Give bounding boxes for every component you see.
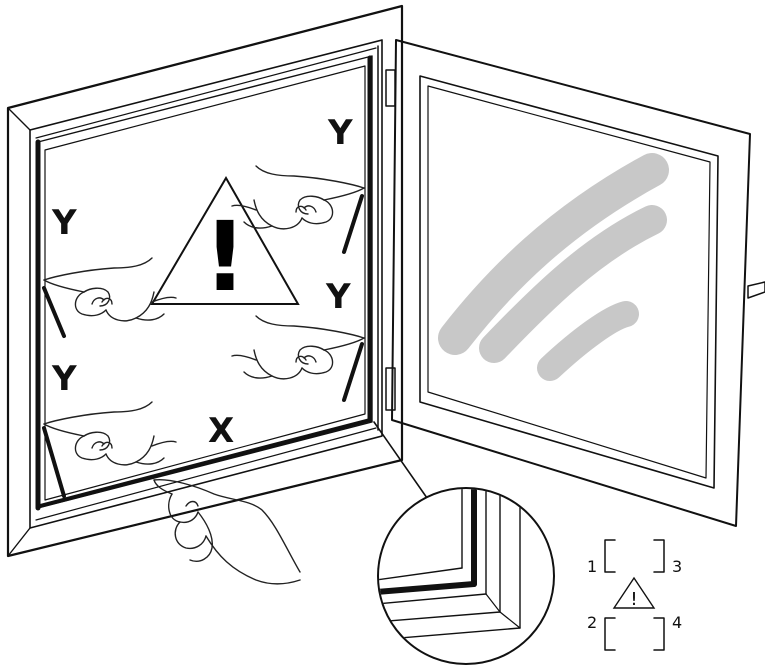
labels: Y Y Y Y X: [51, 113, 353, 451]
label-y-right-middle: Y: [325, 277, 351, 317]
gasket-pull-marks: [42, 194, 364, 498]
legend-number-3: 3: [672, 557, 682, 576]
label-x-bottom: X: [208, 411, 234, 451]
cabinet-frame: [6, 4, 404, 558]
warning-triangle-icon: !: [150, 176, 300, 313]
pointing-hand-icon: [43, 257, 177, 322]
label-y-top-right: Y: [327, 113, 353, 153]
pointing-hand-icon: [232, 316, 364, 379]
warning-exclamation: !: [203, 201, 247, 313]
pointing-hand-icon: [232, 166, 364, 229]
label-y-left-upper: Y: [51, 203, 77, 243]
pointing-hand-icon: [43, 401, 177, 466]
smudge-mark-icon: [438, 153, 669, 381]
legend-number-4: 4: [672, 613, 682, 632]
left-door-gasket: [35, 45, 379, 511]
magnifier-circle-icon: [373, 421, 555, 665]
legend: ! 1 2 3 4: [587, 539, 682, 651]
legend-number-2: 2: [587, 613, 597, 632]
open-door: [385, 39, 765, 527]
label-y-left-lower: Y: [51, 359, 77, 399]
legend-warning-icon: !: [612, 576, 656, 610]
legend-number-1: 1: [587, 557, 597, 576]
pointing-hand-icon: [153, 478, 301, 585]
legend-exclamation: !: [630, 589, 637, 610]
